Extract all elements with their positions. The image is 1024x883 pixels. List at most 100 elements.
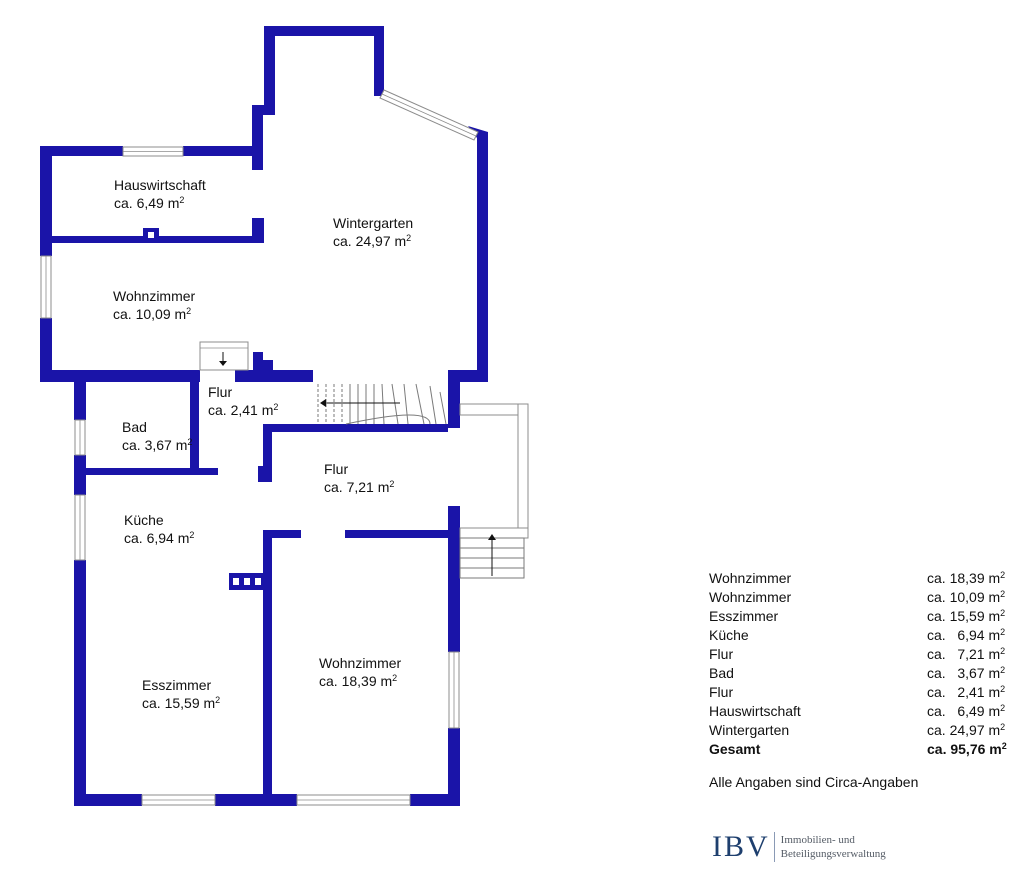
wall xyxy=(448,370,488,382)
wall xyxy=(40,146,123,156)
wall xyxy=(448,506,460,652)
entrance-steps xyxy=(459,534,525,579)
wall xyxy=(253,352,263,382)
wall xyxy=(74,560,86,806)
stair-step xyxy=(429,385,437,425)
room-area: ca. 2,41 m2 xyxy=(208,402,279,418)
window-pane xyxy=(381,93,477,137)
logo-mark: IBV xyxy=(712,830,770,863)
wall xyxy=(74,382,86,420)
wall xyxy=(263,424,448,432)
room-name: Wohnzimmer xyxy=(113,288,196,304)
wall xyxy=(477,132,488,382)
room-label-esszimmer: Esszimmer ca. 15,59 m2 xyxy=(142,676,220,712)
chimney-flue xyxy=(148,232,154,238)
room-area: ca. 10,09 m2 xyxy=(113,306,192,322)
wall xyxy=(190,382,199,472)
room-name: Wintergarten xyxy=(333,215,414,231)
stair-step xyxy=(415,383,425,425)
door-step xyxy=(199,341,249,371)
wall xyxy=(263,424,272,482)
stair-curve xyxy=(345,414,431,425)
wall xyxy=(263,370,313,382)
disclaimer-note: Alle Angaben sind Circa-Angaben xyxy=(709,774,919,790)
fixtures xyxy=(143,228,525,590)
bay-window-side xyxy=(517,403,529,539)
chimney-flue xyxy=(244,578,250,585)
wall xyxy=(215,794,297,806)
wall xyxy=(345,530,448,538)
room-area: ca. 7,21 m2 xyxy=(324,479,395,495)
wall xyxy=(448,382,460,428)
room-area: ca. 15,59 m2 xyxy=(142,695,221,711)
room-name: Flur xyxy=(324,461,349,477)
wall xyxy=(263,530,272,805)
stair-step xyxy=(439,391,447,425)
wall xyxy=(263,530,301,538)
bay-window-bottom xyxy=(459,527,529,539)
wall xyxy=(40,318,52,382)
room-area: ca. 24,97 m2 xyxy=(333,233,412,249)
wall xyxy=(258,466,267,482)
wall xyxy=(410,794,460,806)
arrow-up-icon xyxy=(488,534,496,540)
stair-step xyxy=(381,383,385,425)
staircase xyxy=(317,383,447,425)
wall xyxy=(252,218,264,243)
windows xyxy=(40,89,529,806)
wall xyxy=(40,370,200,382)
stair-step xyxy=(403,383,409,425)
room-name: Wohnzimmer xyxy=(319,655,402,671)
room-label-wohnzimmer-small: Wohnzimmer ca. 10,09 m2 xyxy=(113,287,195,323)
room-label-flur-large: Flur ca. 7,21 m2 xyxy=(324,460,394,496)
chimney-flue xyxy=(233,578,239,585)
stair-step xyxy=(391,383,399,425)
room-name: Hauswirtschaft xyxy=(114,177,206,193)
room-label-wohnzimmer-large: Wohnzimmer ca. 18,39 m2 xyxy=(319,654,401,690)
room-label-bad: Bad ca. 3,67 m2 xyxy=(122,418,192,454)
wall xyxy=(374,26,384,96)
room-area: ca. 3,67 m2 xyxy=(122,437,193,453)
logo-text: Immobilien- und Beteiligungsverwaltung xyxy=(780,834,886,860)
wall xyxy=(263,360,273,370)
room-label-flur-small: Flur ca. 2,41 m2 xyxy=(208,383,278,419)
room-label-wintergarten: Wintergarten ca. 24,97 m2 xyxy=(333,214,413,250)
chimney-flue xyxy=(255,578,261,585)
wall xyxy=(74,455,86,495)
logo-divider xyxy=(773,832,775,862)
wall xyxy=(86,468,218,475)
walls xyxy=(40,26,528,806)
wall xyxy=(252,105,275,115)
room-area: ca. 6,49 m2 xyxy=(114,195,185,211)
wall xyxy=(448,728,460,806)
room-name: Flur xyxy=(208,384,233,400)
wall xyxy=(183,146,263,156)
room-name: Esszimmer xyxy=(142,677,212,693)
arrow-left-icon xyxy=(320,399,326,407)
wall xyxy=(40,146,52,256)
wall xyxy=(264,26,384,36)
company-logo: IBV Immobilien- und Beteiligungsverwaltu… xyxy=(712,830,886,864)
arrow-down-icon xyxy=(219,361,227,366)
room-area: ca. 18,39 m2 xyxy=(319,673,398,689)
wall xyxy=(235,370,253,382)
room-label-hauswirtschaft: Hauswirtschaft ca. 6,49 m2 xyxy=(114,176,206,212)
wall xyxy=(252,105,263,170)
wall xyxy=(74,794,142,806)
room-name: Bad xyxy=(122,419,147,435)
room-area: ca. 6,94 m2 xyxy=(124,530,195,546)
wall xyxy=(264,26,275,106)
room-label-kueche: Küche ca. 6,94 m2 xyxy=(124,511,194,547)
